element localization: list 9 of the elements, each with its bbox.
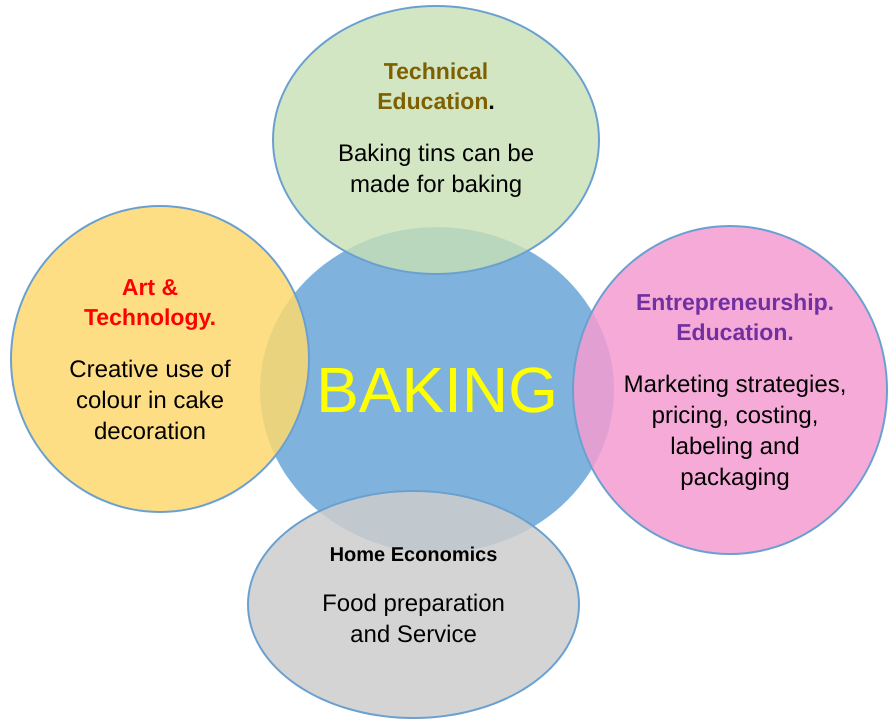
subject-heading: Entrepreneurship. Education. <box>635 288 835 347</box>
subject-description: Marketing strategies, pricing, costing, labeling and packaging <box>622 370 848 493</box>
subject-heading: Art & Technology. <box>82 272 218 332</box>
center-title: BAKING <box>316 353 558 427</box>
subject-description: Food preparation and Service <box>321 588 506 650</box>
subject-heading: Technical Education. <box>376 56 496 116</box>
subject-heading: Home Economics <box>330 542 498 568</box>
subject-description: Creative use of colour in cake decoration <box>68 354 232 446</box>
subject-description: Baking tins can be made for baking <box>336 138 536 200</box>
